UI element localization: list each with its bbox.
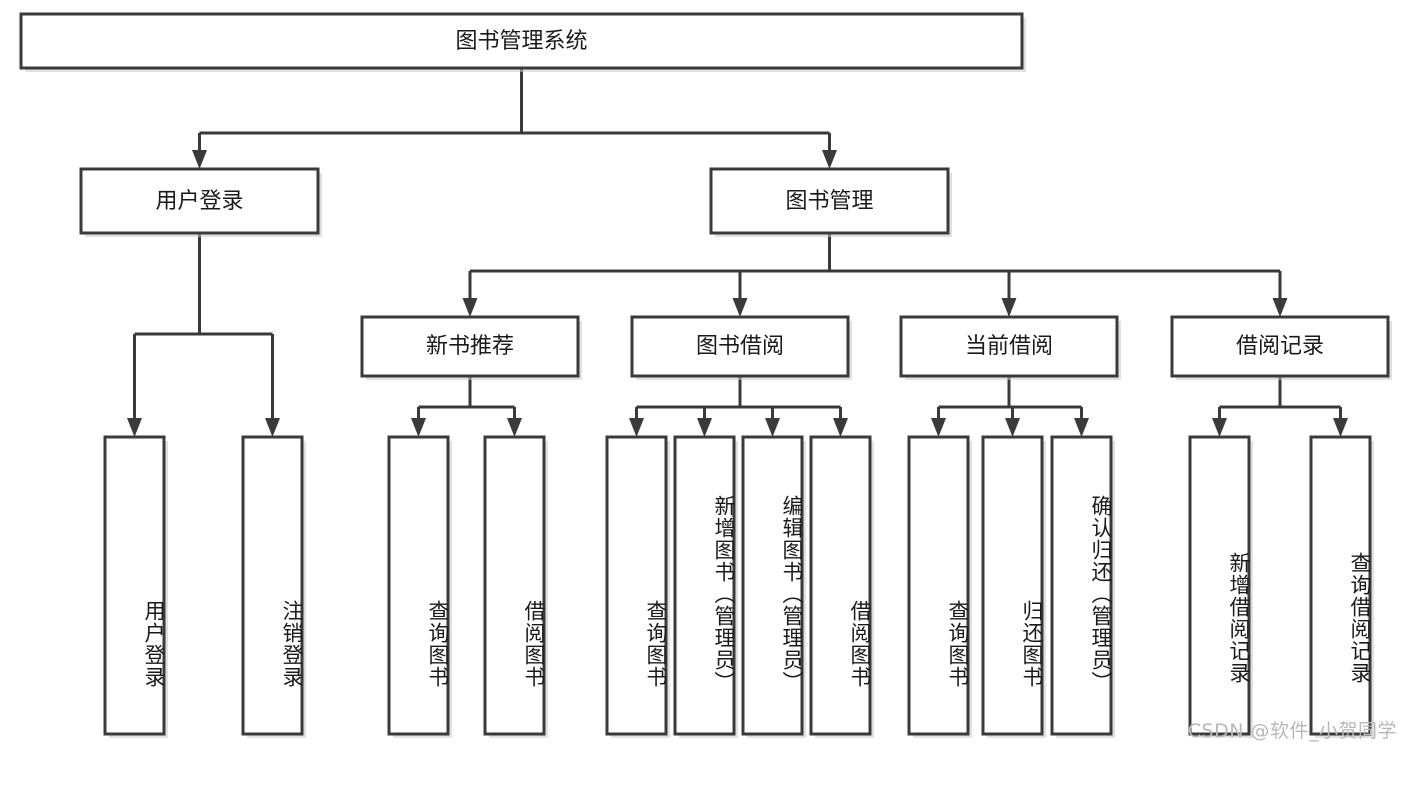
csdn-watermark: CSDN @软件_小贺同学 (1187, 720, 1397, 742)
node-leaf-borrow-book-1[interactable] (483, 435, 548, 738)
diagram-canvas: 图书管理系统 用户登录 图书管理 新书推荐 图书 (19, 12, 1392, 738)
node-root[interactable]: 图书管理系统 (19, 12, 1026, 72)
arrow-to-current-borrow (1001, 298, 1017, 317)
node-leaf-confirm-return[interactable] (1050, 435, 1115, 738)
arrow-to-leaf-confirm-return (1074, 418, 1089, 437)
node-leaf-borrow-book-2[interactable] (809, 435, 874, 738)
node-new-book-recommend-label: 新书推荐 (426, 334, 514, 359)
node-user-login-label: 用户登录 (155, 189, 243, 214)
node-root-label: 图书管理系统 (455, 29, 587, 54)
arrow-to-leaf-add-record (1212, 418, 1227, 437)
arrow-to-new-book-recommend (462, 298, 478, 317)
node-borrow-record-label: 借阅记录 (1236, 334, 1324, 359)
node-book-borrow-label: 图书借阅 (696, 334, 784, 359)
node-current-borrow-label: 当前借阅 (965, 334, 1053, 359)
node-current-borrow[interactable]: 当前借阅 (899, 315, 1121, 380)
node-leaf-return-book[interactable] (981, 435, 1046, 738)
node-layer: 图书管理系统 用户登录 图书管理 新书推荐 图书 (19, 12, 1392, 738)
arrow-to-leaf-query-book-1 (411, 418, 426, 437)
arrow-to-leaf-user-logout (265, 418, 280, 437)
node-leaf-edit-book[interactable] (741, 435, 806, 738)
arrow-to-book-borrow (732, 298, 748, 317)
node-new-book-recommend[interactable]: 新书推荐 (360, 315, 582, 380)
node-book-borrow[interactable]: 图书借阅 (630, 315, 852, 380)
arrow-to-leaf-return-book (1005, 418, 1020, 437)
arrow-to-leaf-edit-book (765, 418, 780, 437)
node-borrow-record[interactable]: 借阅记录 (1170, 315, 1392, 380)
node-book-manage-label: 图书管理 (785, 189, 873, 214)
node-user-login[interactable]: 用户登录 (79, 167, 322, 237)
node-leaf-query-book-2[interactable] (605, 435, 670, 738)
arrow-to-leaf-query-book-3 (931, 418, 946, 437)
node-leaf-query-record[interactable] (1309, 435, 1374, 738)
system-function-tree-diagram: 图书管理系统 用户登录 图书管理 新书推荐 图书 (19, 12, 1397, 742)
arrow-to-leaf-query-record (1333, 418, 1348, 437)
arrow-to-leaf-user-login (127, 418, 142, 437)
arrow-to-leaf-borrow-book-2 (833, 418, 848, 437)
connector-layer (127, 68, 1348, 437)
node-book-manage[interactable]: 图书管理 (709, 167, 952, 237)
node-leaf-add-book[interactable] (673, 435, 738, 738)
node-leaf-add-record[interactable] (1188, 435, 1253, 738)
arrow-to-leaf-borrow-book-1 (507, 418, 522, 437)
node-leaf-query-book-3[interactable] (907, 435, 972, 738)
node-leaf-query-book-1[interactable] (387, 435, 452, 738)
arrow-to-leaf-query-book-2 (629, 418, 644, 437)
node-leaf-user-logout[interactable] (241, 435, 306, 738)
arrow-to-user-login (192, 150, 207, 169)
arrow-to-leaf-add-book (697, 418, 712, 437)
arrow-to-borrow-record (1272, 298, 1288, 317)
arrow-to-book-manage (822, 150, 837, 169)
node-leaf-user-login[interactable] (103, 435, 168, 738)
